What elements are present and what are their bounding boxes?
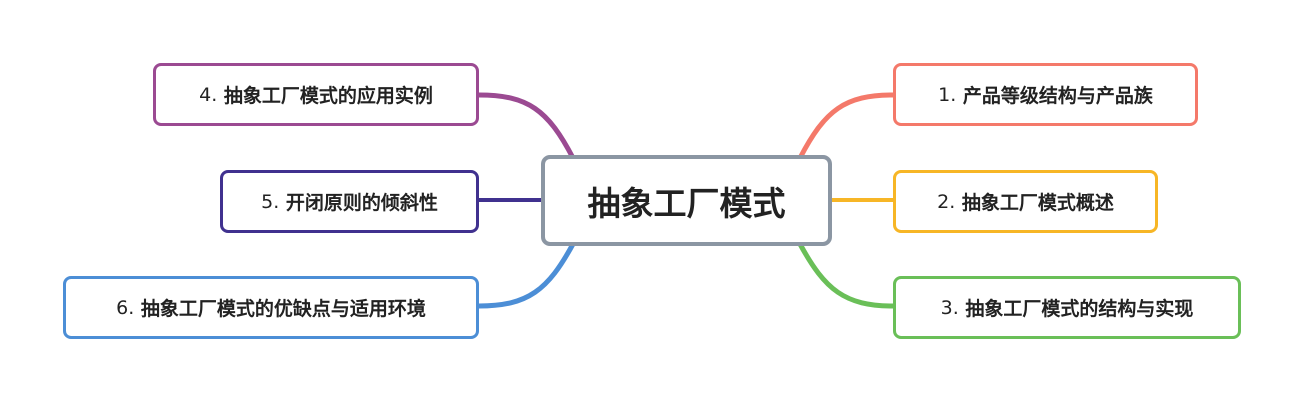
central-topic[interactable]: 抽象工厂模式 xyxy=(541,155,832,246)
topic-node-5[interactable]: 5. 开闭原则的倾斜性 xyxy=(220,170,479,233)
topic-number: 4. xyxy=(199,83,218,106)
connector-topic-6 xyxy=(476,241,576,309)
topic-node-1[interactable]: 1. 产品等级结构与产品族 xyxy=(893,63,1198,126)
topic-number: 5. xyxy=(261,190,280,213)
topic-label: 抽象工厂模式的应用实例 xyxy=(223,85,433,107)
topic-node-2[interactable]: 2. 抽象工厂模式概述 xyxy=(893,170,1158,233)
connector-topic-3 xyxy=(797,241,896,309)
topic-number: 3. xyxy=(940,296,959,319)
central-topic-label: 抽象工厂模式 xyxy=(587,183,786,223)
topic-number: 6. xyxy=(116,296,135,319)
topic-number: 1. xyxy=(938,83,957,106)
connector-topic-1 xyxy=(797,92,896,161)
topic-node-3[interactable]: 3. 抽象工厂模式的结构与实现 xyxy=(893,276,1241,339)
topic-node-6[interactable]: 6. 抽象工厂模式的优缺点与适用环境 xyxy=(63,276,479,339)
topic-label: 产品等级结构与产品族 xyxy=(962,85,1153,107)
topic-label: 抽象工厂模式的结构与实现 xyxy=(965,298,1194,320)
topic-label: 抽象工厂模式的优缺点与适用环境 xyxy=(140,298,426,320)
topic-label: 抽象工厂模式概述 xyxy=(961,192,1114,214)
connector-topic-4 xyxy=(476,92,576,161)
topic-label: 开闭原则的倾斜性 xyxy=(285,192,438,214)
topic-number: 2. xyxy=(937,190,956,213)
topic-node-4[interactable]: 4. 抽象工厂模式的应用实例 xyxy=(153,63,479,126)
